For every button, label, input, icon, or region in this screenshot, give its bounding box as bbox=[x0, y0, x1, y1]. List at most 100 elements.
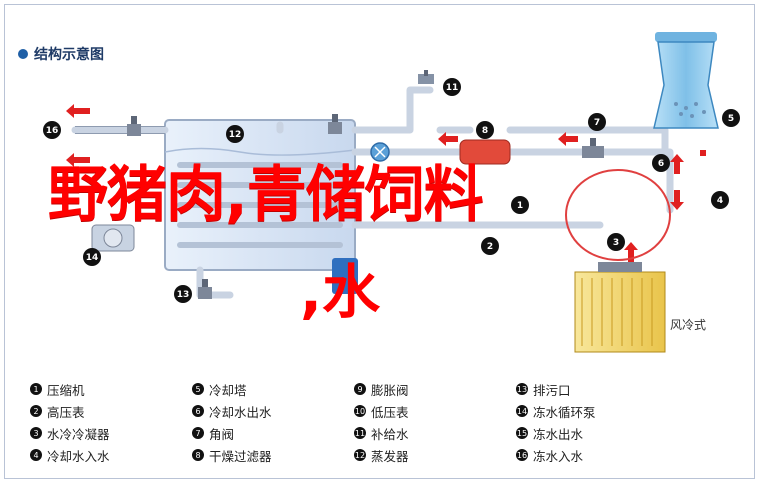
callout-16: 16 bbox=[43, 121, 61, 139]
legend-label: 冷却水出水 bbox=[209, 404, 272, 420]
legend-number-icon: 3 bbox=[30, 427, 42, 439]
drain-marker bbox=[700, 150, 706, 156]
callout-7: 7 bbox=[588, 113, 606, 131]
inlet-valve-icon bbox=[127, 116, 141, 136]
legend-label: 角阀 bbox=[209, 426, 235, 442]
legend-label: 冻水出水 bbox=[533, 426, 584, 442]
legend-item: 15 冻水出水 bbox=[516, 422, 676, 444]
legend-number-icon: 5 bbox=[192, 383, 204, 395]
legend-number-icon: 10 bbox=[354, 405, 366, 417]
svg-text:12: 12 bbox=[229, 130, 242, 140]
callout-4: 4 bbox=[711, 191, 729, 209]
legend-label: 干燥过滤器 bbox=[209, 448, 272, 464]
callout-8: 8 bbox=[476, 121, 494, 139]
svg-text:1: 1 bbox=[517, 201, 523, 211]
svg-text:7: 7 bbox=[594, 118, 600, 128]
legend-number-icon: 16 bbox=[516, 449, 528, 461]
air-cooled-label: 风冷式 bbox=[670, 318, 707, 332]
legend-number-icon: 1 bbox=[30, 383, 42, 395]
callout-3: 3 bbox=[607, 233, 625, 251]
legend-number-icon: 7 bbox=[192, 427, 204, 439]
compressor bbox=[332, 258, 358, 294]
legend-item: 3 水冷冷凝器 bbox=[30, 422, 190, 444]
svg-text:8: 8 bbox=[482, 126, 488, 136]
air-cooled-condenser bbox=[574, 262, 666, 353]
water-level-line bbox=[164, 147, 356, 156]
legend-column-2: 5 冷却塔 6 冷却水出水 7 角阀 8 干燥过滤器 bbox=[192, 378, 352, 466]
legend-label: 补给水 bbox=[371, 426, 409, 442]
callout-2: 2 bbox=[481, 237, 499, 255]
svg-text:16: 16 bbox=[46, 126, 59, 136]
legend-item: 14 冻水循环泵 bbox=[516, 400, 676, 422]
circulation-pump bbox=[91, 224, 135, 252]
legend-label: 冻水入水 bbox=[533, 448, 584, 464]
legend-item: 7 角阀 bbox=[192, 422, 352, 444]
overlay-main-text: 野猪肉,青储饲料 bbox=[48, 160, 484, 230]
overlay-sub-text: ,水 bbox=[300, 258, 381, 326]
makeup-water-faucet-icon bbox=[418, 70, 434, 84]
legend-item: 4 冷却水入水 bbox=[30, 444, 190, 466]
svg-text:4: 4 bbox=[717, 196, 723, 206]
legend-number-icon: 9 bbox=[354, 383, 366, 395]
legend-number-icon: 15 bbox=[516, 427, 528, 439]
callout-1: 1 bbox=[511, 196, 529, 214]
callout-14: 14 bbox=[83, 248, 101, 266]
legend-item: 6 冷却水出水 bbox=[192, 400, 352, 422]
legend-item: 10 低压表 bbox=[354, 400, 514, 422]
cooling-tower bbox=[653, 32, 719, 129]
condenser-highlight bbox=[565, 169, 671, 261]
legend-label: 冷却水入水 bbox=[47, 448, 110, 464]
legend-number-icon: 11 bbox=[354, 427, 366, 439]
legend-item: 5 冷却塔 bbox=[192, 378, 352, 400]
legend-item: 16 冻水入水 bbox=[516, 444, 676, 466]
legend-label: 水冷冷凝器 bbox=[47, 426, 110, 442]
evaporator-coil bbox=[177, 162, 343, 248]
dryer-filter bbox=[459, 139, 511, 165]
legend-label: 冷却塔 bbox=[209, 382, 247, 398]
legend-number-icon: 13 bbox=[516, 383, 528, 395]
callout-11: 11 bbox=[443, 78, 461, 96]
legend-item: 13 排污口 bbox=[516, 378, 676, 400]
svg-text:6: 6 bbox=[658, 159, 664, 169]
pipes bbox=[71, 86, 674, 299]
pipe-outlines bbox=[75, 126, 165, 134]
diagram-title: 结构示意图 bbox=[34, 47, 104, 63]
legend-item: 8 干燥过滤器 bbox=[192, 444, 352, 466]
legend-number-icon: 14 bbox=[516, 405, 528, 417]
callout-5: 5 bbox=[722, 109, 740, 127]
svg-text:14: 14 bbox=[86, 253, 99, 263]
legend-item: 11 补给水 bbox=[354, 422, 514, 444]
legend-label: 高压表 bbox=[47, 404, 85, 420]
legend-label: 低压表 bbox=[371, 404, 409, 420]
svg-text:11: 11 bbox=[446, 83, 459, 93]
legend-label: 蒸发器 bbox=[371, 448, 409, 464]
evaporator-tank bbox=[164, 119, 356, 271]
svg-text:5: 5 bbox=[728, 114, 734, 124]
title-bullet-icon bbox=[18, 49, 28, 59]
svg-text:13: 13 bbox=[177, 290, 190, 300]
svg-text:2: 2 bbox=[487, 242, 493, 252]
legend-item: 2 高压表 bbox=[30, 400, 190, 422]
callout-13: 13 bbox=[174, 285, 192, 303]
drain-valve-icon bbox=[198, 279, 212, 299]
diagram-title-row: 结构示意图 bbox=[18, 44, 104, 64]
callout-6: 6 bbox=[652, 154, 670, 172]
legend-number-icon: 6 bbox=[192, 405, 204, 417]
callout-12: 12 bbox=[226, 125, 244, 143]
tank-valve-icon bbox=[328, 114, 342, 134]
legend-number-icon: 2 bbox=[30, 405, 42, 417]
legend-number-icon: 4 bbox=[30, 449, 42, 461]
legend-label: 排污口 bbox=[533, 382, 571, 398]
legend-number-icon: 8 bbox=[192, 449, 204, 461]
legend-label: 冻水循环泵 bbox=[533, 404, 596, 420]
svg-text:3: 3 bbox=[613, 238, 619, 248]
angle-valve-icon bbox=[582, 138, 604, 158]
